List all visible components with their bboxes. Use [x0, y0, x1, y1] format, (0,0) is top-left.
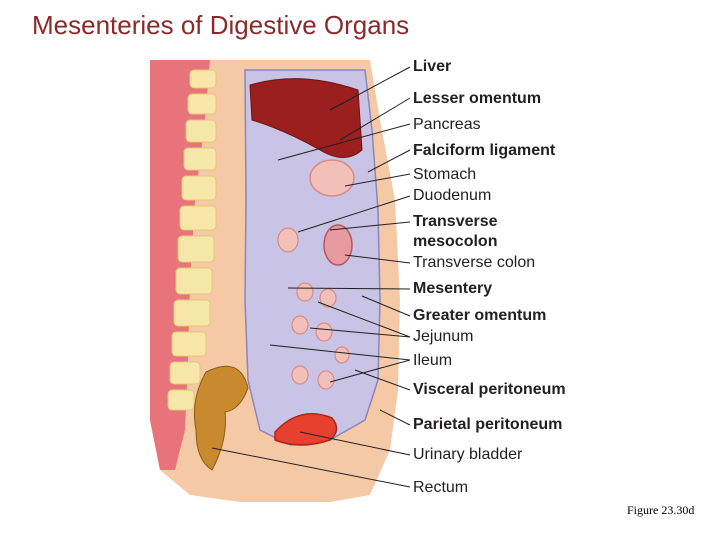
urinary-bladder-shape	[274, 413, 338, 446]
label-transverse: Transverse	[413, 213, 498, 230]
label-liver: Liver	[413, 58, 452, 75]
label-pancreas: Pancreas	[413, 116, 481, 133]
leader-lines	[211, 66, 411, 488]
label-greater-omentum: Greater omentum	[413, 307, 547, 324]
label-transverse-colon: Transverse colon	[413, 254, 536, 271]
stomach-shape	[309, 159, 355, 197]
label-duodenum: Duodenum	[413, 187, 492, 204]
duodenum-shape	[277, 227, 299, 253]
liver-shape	[249, 78, 363, 158]
label-mesentery: Mesentery	[413, 280, 493, 297]
slide-title: Mesenteries of Digestive Organs	[32, 10, 410, 40]
label-jejunum: Jejunum	[413, 328, 474, 345]
vertebral-column	[167, 69, 217, 411]
label-mesocolon: mesocolon	[413, 233, 498, 250]
label-visceral-peritoneum: Visceral peritoneum	[413, 381, 566, 398]
label-ileum: Ileum	[413, 352, 453, 369]
label-stomach: Stomach	[413, 166, 477, 183]
transverse-colon-shape	[323, 224, 353, 266]
rectum-shape	[193, 365, 249, 471]
label-rectum: Rectum	[413, 479, 469, 496]
label-urinary-bladder: Urinary bladder	[413, 446, 523, 463]
intestinal-loops	[291, 282, 350, 390]
label-falciform-ligament: Falciform ligament	[413, 142, 556, 159]
figure-caption: Figure 23.30d	[627, 503, 695, 517]
label-parietal-peritoneum: Parietal peritoneum	[413, 416, 563, 433]
label-lesser-omentum: Lesser omentum	[413, 90, 542, 107]
